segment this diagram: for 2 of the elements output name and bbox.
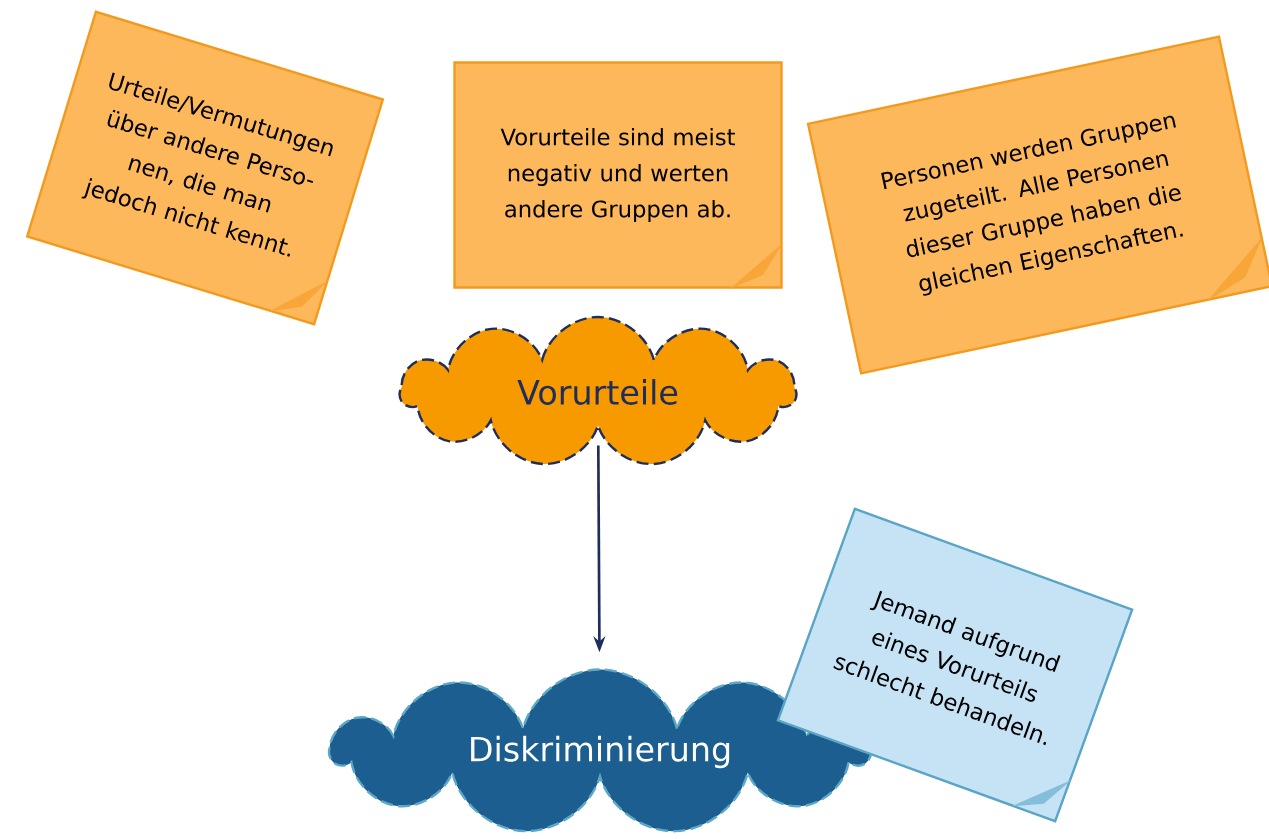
cloud: Vorurteile <box>398 315 798 466</box>
sticky-note: Vorurteile sind meist negativ und werten andere Gruppen ab. <box>453 61 783 289</box>
